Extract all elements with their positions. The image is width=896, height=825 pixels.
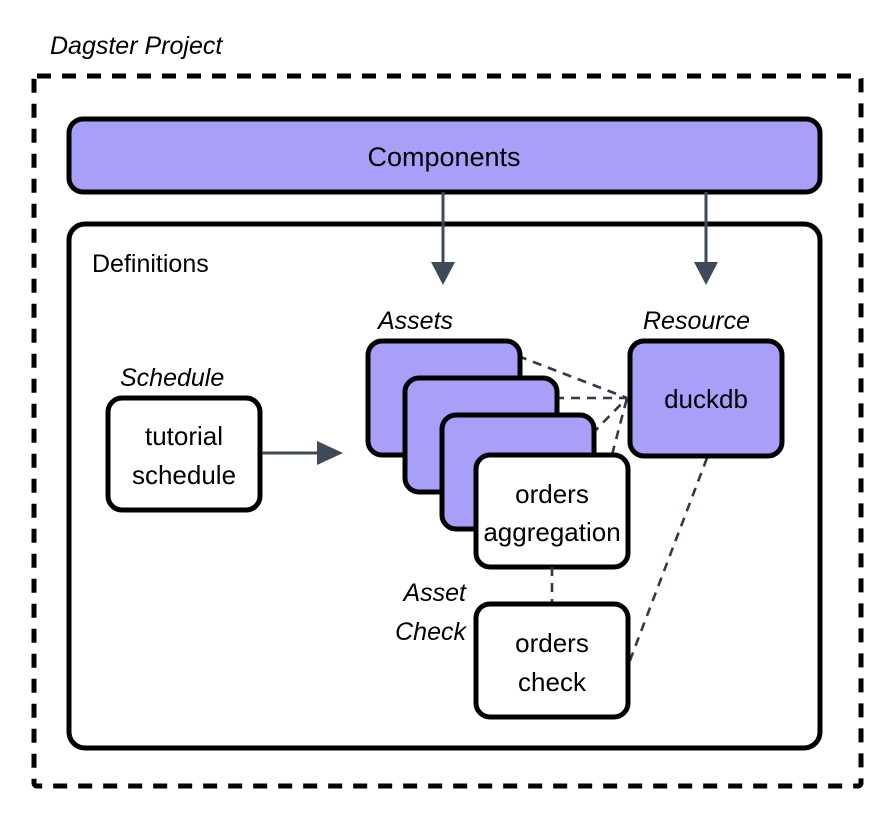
tutorial-schedule-label-line2: schedule [132,460,236,490]
edge-orders-aggregation-to-duckdb [606,397,629,471]
components-label: Components [367,142,520,172]
edge-components-to-assets [431,192,455,285]
duckdb-node[interactable] [627,338,785,459]
orders-check-label-line2: check [518,667,587,697]
orders-aggregation-node[interactable] [473,452,631,570]
orders-aggregation-label-line1: orders [515,479,589,509]
orders-check-node[interactable] [473,601,631,720]
definitions-label: Definitions [92,250,209,278]
schedule-group-label: Schedule [120,364,224,392]
orders-aggregation-label-line2: aggregation [483,517,620,547]
asset-check-group-label-line2: Check [395,618,467,646]
edge-card3-to-duckdb [591,397,628,435]
edge-card1-to-duckdb [517,354,628,400]
duckdb-label: duckdb [664,384,748,414]
edge-components-to-resource [694,192,718,285]
resource-group-label: Resource [643,307,750,335]
asset-check-group-label-line1: Asset [401,579,467,607]
assets-group-label: Assets [376,307,453,335]
tutorial-schedule-node[interactable] [105,395,263,513]
edge-duckdb-to-orders-check [627,457,709,664]
orders-check-label-line1: orders [515,628,589,658]
edges-assets-to-duckdb [517,354,629,471]
edge-schedule-to-assets [262,441,343,465]
dagster-project-title: Dagster Project [50,32,223,60]
dagster-project-container [31,73,864,789]
tutorial-schedule-label-line1: tutorial [145,421,223,451]
